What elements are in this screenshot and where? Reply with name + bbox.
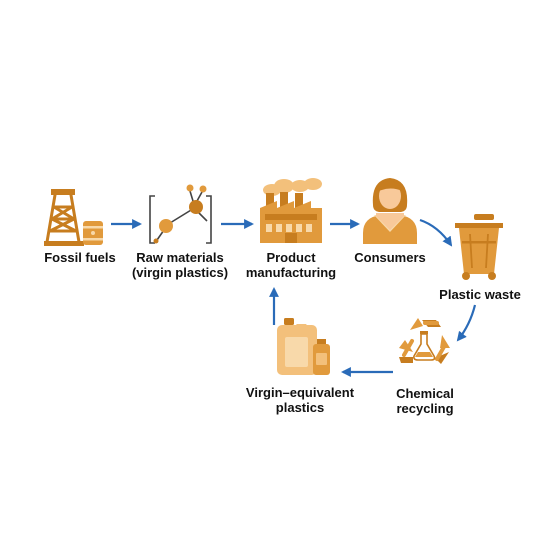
oil-derrick-and-barrel-icon <box>44 189 103 246</box>
flow-arrows <box>111 218 477 377</box>
chemical-recycling-label: Chemical recycling <box>396 386 454 416</box>
plastic-containers-icon <box>277 318 330 375</box>
product-manufacturing-label: Product manufacturing <box>245 250 337 280</box>
arrow-waste-to-recycling <box>456 304 477 342</box>
arrow-consumers-to-waste <box>419 218 453 247</box>
consumers-label: Consumers <box>354 250 426 265</box>
raw-materials-label: Raw materials (virgin plastics) <box>131 250 229 280</box>
wheelie-bin-icon <box>455 214 503 280</box>
virgin-equivalent-plastics-label: Virgin–equivalent plastics <box>245 385 355 415</box>
fossil-fuels-label: Fossil fuels <box>44 250 116 265</box>
molecule-icon <box>149 184 212 244</box>
factory-icon <box>260 178 322 243</box>
recycling-flask-icon <box>399 318 450 364</box>
person-icon <box>363 178 417 244</box>
plastic-waste-label: Plastic waste <box>439 287 521 302</box>
